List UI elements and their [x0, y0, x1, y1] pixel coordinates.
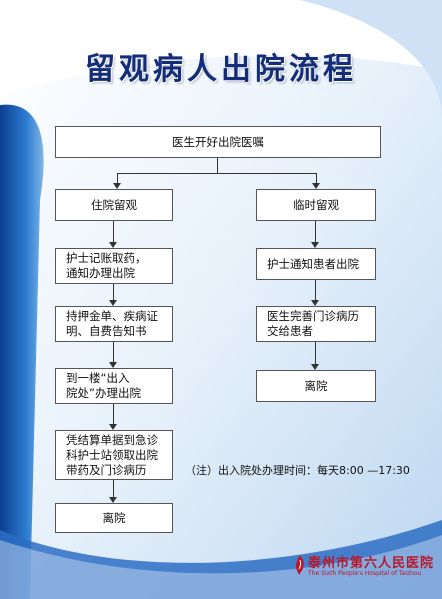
connector-line: [315, 342, 316, 364]
node-left-step3: 到一楼“出入 院处”办理出院: [55, 368, 173, 404]
node-right-end: 离院: [256, 370, 376, 402]
node-right-branch-label: 临时留观: [293, 197, 339, 212]
arrow-down-icon: [109, 362, 117, 368]
arrow-down-icon: [311, 242, 319, 248]
page-title: 留观病人出院流程: [85, 52, 357, 87]
node-left-branch: 住院留观: [55, 189, 173, 221]
node-left-step1: 护士记账取药， 通知办理出院: [55, 248, 173, 284]
arrow-down-icon: [109, 497, 117, 503]
connector-line: [113, 480, 114, 497]
node-start-label: 医生开好出院医嘱: [172, 134, 264, 149]
node-left-step2: 持押金单、疾病证 明、自费告知书: [55, 306, 173, 342]
arrow-down-icon: [109, 242, 117, 248]
connector-line: [117, 173, 118, 183]
connector-line: [316, 173, 317, 183]
node-left-step3-label: 到一楼“出入 院处”办理出院: [66, 371, 141, 400]
arrow-down-icon: [311, 300, 319, 306]
arrow-down-icon: [311, 364, 319, 370]
connector-line: [113, 342, 114, 362]
node-left-step1-label: 护士记账取药， 通知办理出院: [66, 251, 147, 280]
hospital-name-en: The Sixth People's Hospital of Taizhou: [308, 570, 422, 577]
hospital-emblem-icon: [296, 555, 304, 575]
connector-line: [113, 284, 114, 300]
node-right-step1: 护士通知患者出院: [256, 248, 376, 280]
node-right-end-label: 离院: [304, 378, 328, 393]
arrow-down-icon: [113, 183, 121, 189]
connector-line: [315, 221, 316, 242]
connector-line: [217, 158, 218, 173]
connector-line: [113, 221, 114, 242]
node-left-branch-label: 住院留观: [91, 197, 137, 212]
office-hours-note: （注）出入院处办理时间：每天8:00 —17:30: [185, 464, 410, 477]
arrow-down-icon: [109, 300, 117, 306]
hospital-name-cn: 泰州市第六人民医院: [308, 556, 435, 571]
connector-line: [117, 173, 317, 174]
node-start: 医生开好出院医嘱: [55, 126, 381, 158]
node-right-step2-label: 医生完善门诊病历 交给患者: [267, 309, 359, 338]
node-left-step4: 凭结算单据到急诊 科护士站领取出院 带药及门诊病历: [55, 430, 173, 480]
node-left-end: 离院: [55, 503, 173, 533]
arrow-down-icon: [109, 424, 117, 430]
node-left-end-label: 离院: [102, 510, 126, 525]
node-left-step4-label: 凭结算单据到急诊 科护士站领取出院 带药及门诊病历: [66, 432, 158, 477]
hospital-logo: 泰州市第六人民医院 The Sixth People's Hospital of…: [294, 552, 438, 584]
connector-line: [113, 404, 114, 424]
node-right-branch: 临时留观: [256, 189, 376, 221]
node-left-step2-label: 持押金单、疾病证 明、自费告知书: [66, 309, 158, 338]
connector-line: [315, 280, 316, 300]
node-right-step1-label: 护士通知患者出院: [267, 256, 359, 271]
arrow-down-icon: [312, 183, 320, 189]
node-right-step2: 医生完善门诊病历 交给患者: [256, 306, 376, 342]
